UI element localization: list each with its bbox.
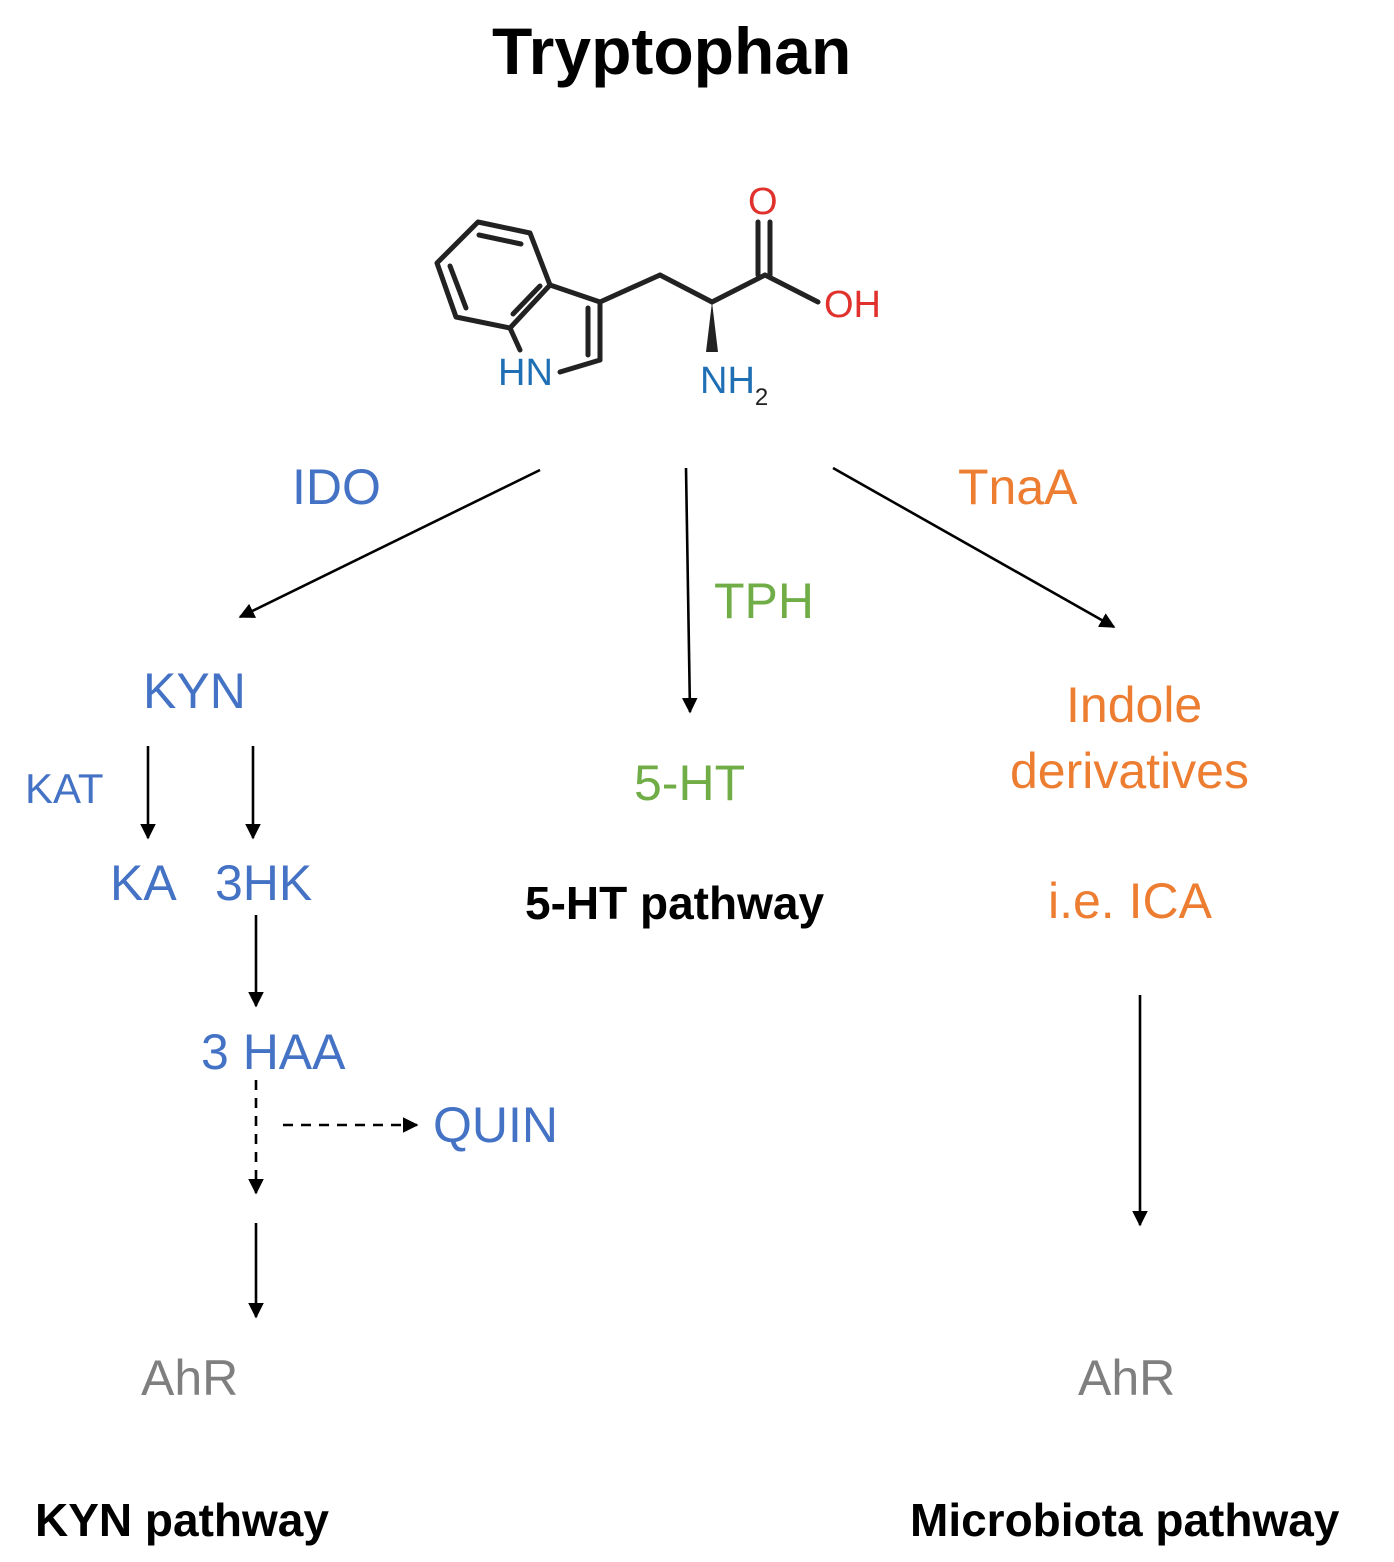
enzyme-tnaa: TnaA — [958, 459, 1078, 515]
metabolite-3hk: 3HK — [215, 855, 313, 911]
benzene-double-bond-3 — [510, 283, 543, 317]
metabolite-ica: i.e. ICA — [1048, 873, 1212, 929]
metabolite-ka: KA — [110, 855, 177, 911]
receptor-ahr-kyn: AhR — [141, 1350, 239, 1406]
atom-hn: HN — [498, 354, 553, 392]
atom-hydroxyl: OH — [824, 284, 881, 326]
arrow-trp-to-kyn — [238, 468, 541, 619]
metabolite-indole-line2: derivatives — [1010, 743, 1249, 799]
metabolite-3haa: 3 HAA — [201, 1024, 346, 1080]
metabolite-quin: QUIN — [433, 1097, 558, 1153]
pathway-label-microbiota: Microbiota pathway — [910, 1494, 1340, 1546]
pathway-label-kyn: KYN pathway — [35, 1494, 329, 1546]
page-title: Tryptophan — [492, 14, 852, 88]
metabolite-kyn: KYN — [143, 663, 246, 719]
arrow-trp-to-5ht — [681, 467, 698, 714]
wedge-bond — [706, 302, 718, 352]
benzene-double-bond-1 — [476, 232, 524, 247]
atom-nh-text: NH — [700, 360, 755, 402]
atom-amine: NH2 — [700, 360, 768, 410]
enzyme-ido: IDO — [292, 459, 381, 515]
receptor-ahr-microbiota: AhR — [1078, 1350, 1176, 1406]
pathway-label-5ht: 5-HT pathway — [525, 877, 825, 929]
benzene-double-bond-2 — [447, 263, 469, 311]
enzyme-kat: KAT — [25, 765, 104, 812]
enzyme-tph: TPH — [714, 573, 814, 629]
atom-oxygen: O — [748, 181, 778, 223]
metabolite-indole-line1: Indole — [1066, 677, 1203, 733]
atom-hn-text: HN — [498, 352, 553, 394]
atom-nh-subscript: 2 — [754, 384, 769, 411]
metabolite-5ht: 5-HT — [634, 755, 746, 811]
arrow-trp-to-indole — [832, 466, 1116, 629]
